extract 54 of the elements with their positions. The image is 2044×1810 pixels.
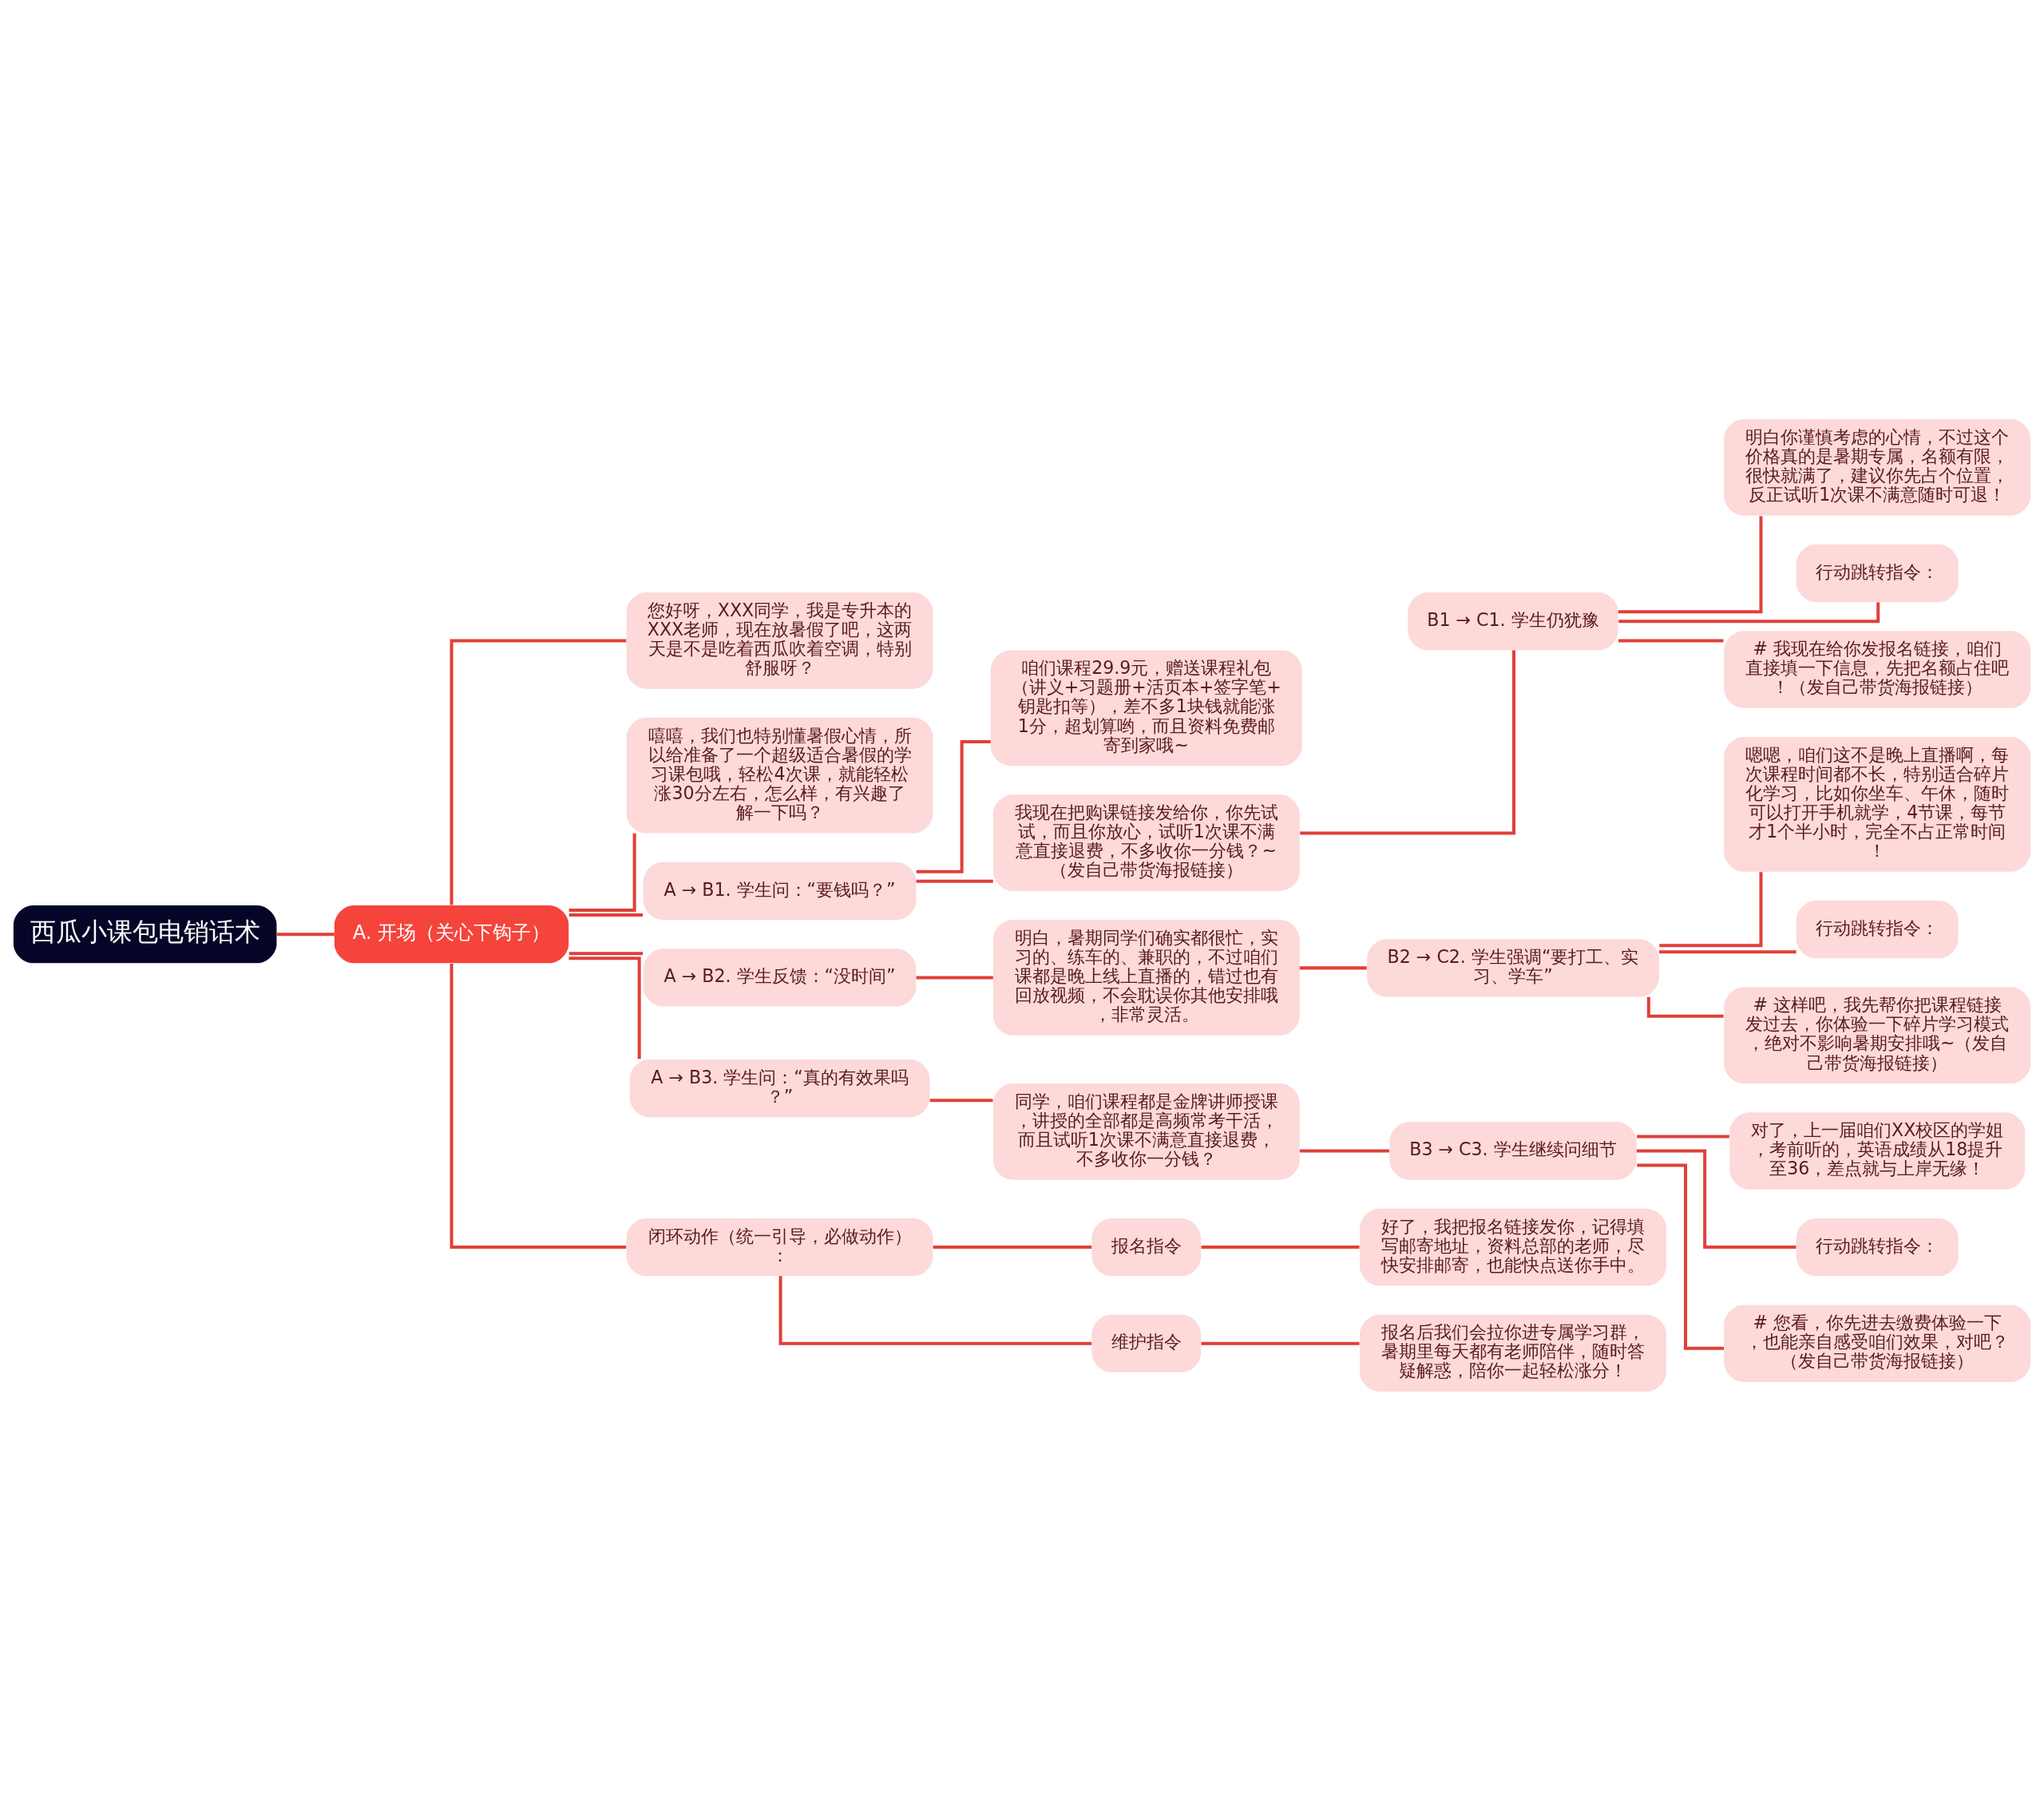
node-box: 您好呀，XXX同学，我是专升本的XXX老师，现在放暑假了吧，这两天是不是吃着西瓜吹着空调，特别舒服呀？ <box>626 592 933 689</box>
node-box: # 这样吧，我先帮你把课程链接发过去，你体验一下碎片学习模式，绝对不影响暑期安排哦~（发自己带货海报链接） <box>1724 987 2031 1083</box>
node-box: 行动跳转指令： <box>1796 1218 1959 1276</box>
node-box: A → B3. 学生问：“真的有效果吗？” <box>629 1059 930 1117</box>
node-box: 对了，上一届咱们XX校区的学姐，考前听的，英语成绩从18提升至36，差点就与上岸无缘！ <box>1729 1111 2026 1190</box>
node-box: 我现在把购课链接发给你，你先试试，而且你放心，试听1次课不满意直接退费，不多收你一分钱？~（发自己带货海报链接） <box>992 794 1300 891</box>
connector <box>1299 1149 1389 1152</box>
node-box: B2 → C2. 学生强调“要打工、实习、学车” <box>1367 938 1659 997</box>
connector <box>1201 1245 1360 1249</box>
node-box: 明白，暑期同学们确实都很忙，实习的、练车的、兼职的，不过咱们课都是晚上线上直播的，错过也有回放视频，不会耽误你其他安排哦，非常灵活。 <box>992 919 1300 1036</box>
node-box: 行动跳转指令： <box>1796 900 1959 958</box>
node-box: B3 → C3. 学生继续问细节 <box>1389 1121 1637 1180</box>
node-box: # 我现在给你发报名链接，咱们直接填一下信息，先把名额占住吧！（发自己带货海报链接） <box>1724 630 2031 708</box>
connector <box>1658 949 1796 953</box>
connector <box>1659 871 1763 947</box>
connector <box>1618 516 1763 613</box>
node-box: 行动跳转指令： <box>1796 544 1959 602</box>
connector <box>568 833 636 912</box>
node-box: 嗯嗯，咱们这不是晚上直播啊，每次课程时间都不长，特别适合碎片化学习，比如你坐车、午休，随时可以打开手机就学，4节课，每节才1个半小时，完全不占正常时间！ <box>1724 736 2031 872</box>
connector <box>450 638 627 905</box>
node-box: 咱们课程29.9元，赠送课程礼包（讲义+习题册+活页本+签字笔+钥匙扣等），差不多1块钱就能涨1分，超划算哟，而且资料免费邮寄到家哦~ <box>990 649 1302 766</box>
connector <box>450 963 627 1249</box>
node-box: 好了，我把报名链接发你，记得填写邮寄地址，资料总部的老师，尽快安排邮寄，也能快点送你手中。 <box>1360 1208 1666 1285</box>
connector <box>1618 601 1880 623</box>
node-box: A. 开场（关心下钩子） <box>334 905 569 963</box>
connector <box>568 951 644 955</box>
connector <box>778 1275 1092 1345</box>
connector <box>1636 1149 1796 1249</box>
node-box: 闭环动作（统一引导，必做动作）： <box>626 1218 933 1276</box>
connector <box>933 1245 1092 1249</box>
connector <box>1201 1341 1360 1345</box>
node-box: 报名后我们会拉你进专属学习群，暑期里每天都有老师陪伴，随时答疑解惑，陪你一起轻松涨分！ <box>1360 1314 1666 1392</box>
node-box: B1 → C1. 学生仍犹豫 <box>1408 592 1618 650</box>
connector <box>568 956 641 1059</box>
connector <box>1300 650 1515 835</box>
connector <box>276 932 335 936</box>
node-box: 维护指令 <box>1091 1314 1202 1372</box>
connector <box>916 879 993 883</box>
node-box: A → B2. 学生反馈：“没时间” <box>643 948 917 1007</box>
connector <box>1637 1163 1725 1350</box>
node-box: 报名指令 <box>1091 1218 1202 1276</box>
node-box: 嘻嘻，我们也特别懂暑假心情，所以给准备了一个超级适合暑假的学习课包哦，轻松4次课，就能轻松涨30分左右，怎么样，有兴趣了解一下吗？ <box>626 717 933 834</box>
node-box: 明白你谨慎考虑的心情，不过这个价格真的是暑期专属，名额有限，很快就满了，建议你先占个位置，反正试听1次课不满意随时可退！ <box>1724 418 2031 516</box>
connector <box>1646 996 1724 1018</box>
node-box: 西瓜小课包电销话术 <box>13 905 277 963</box>
connector <box>568 913 644 917</box>
connector <box>1299 965 1367 969</box>
connector <box>929 1098 993 1102</box>
connector <box>1618 638 1724 642</box>
connector <box>1637 1134 1729 1138</box>
node-box: # 您看，你先进去缴费体验一下，也能亲自感受咱们效果，对吧？（发自己带货海报链接） <box>1724 1304 2031 1382</box>
connector <box>916 975 993 979</box>
node-box: A → B1. 学生问：“要钱吗？” <box>643 861 917 920</box>
node-box: 同学，咱们课程都是金牌讲师授课，讲授的全部都是高频常考干活，而且试听1次课不满意直接退费，不多收你一分钱？ <box>992 1083 1300 1180</box>
